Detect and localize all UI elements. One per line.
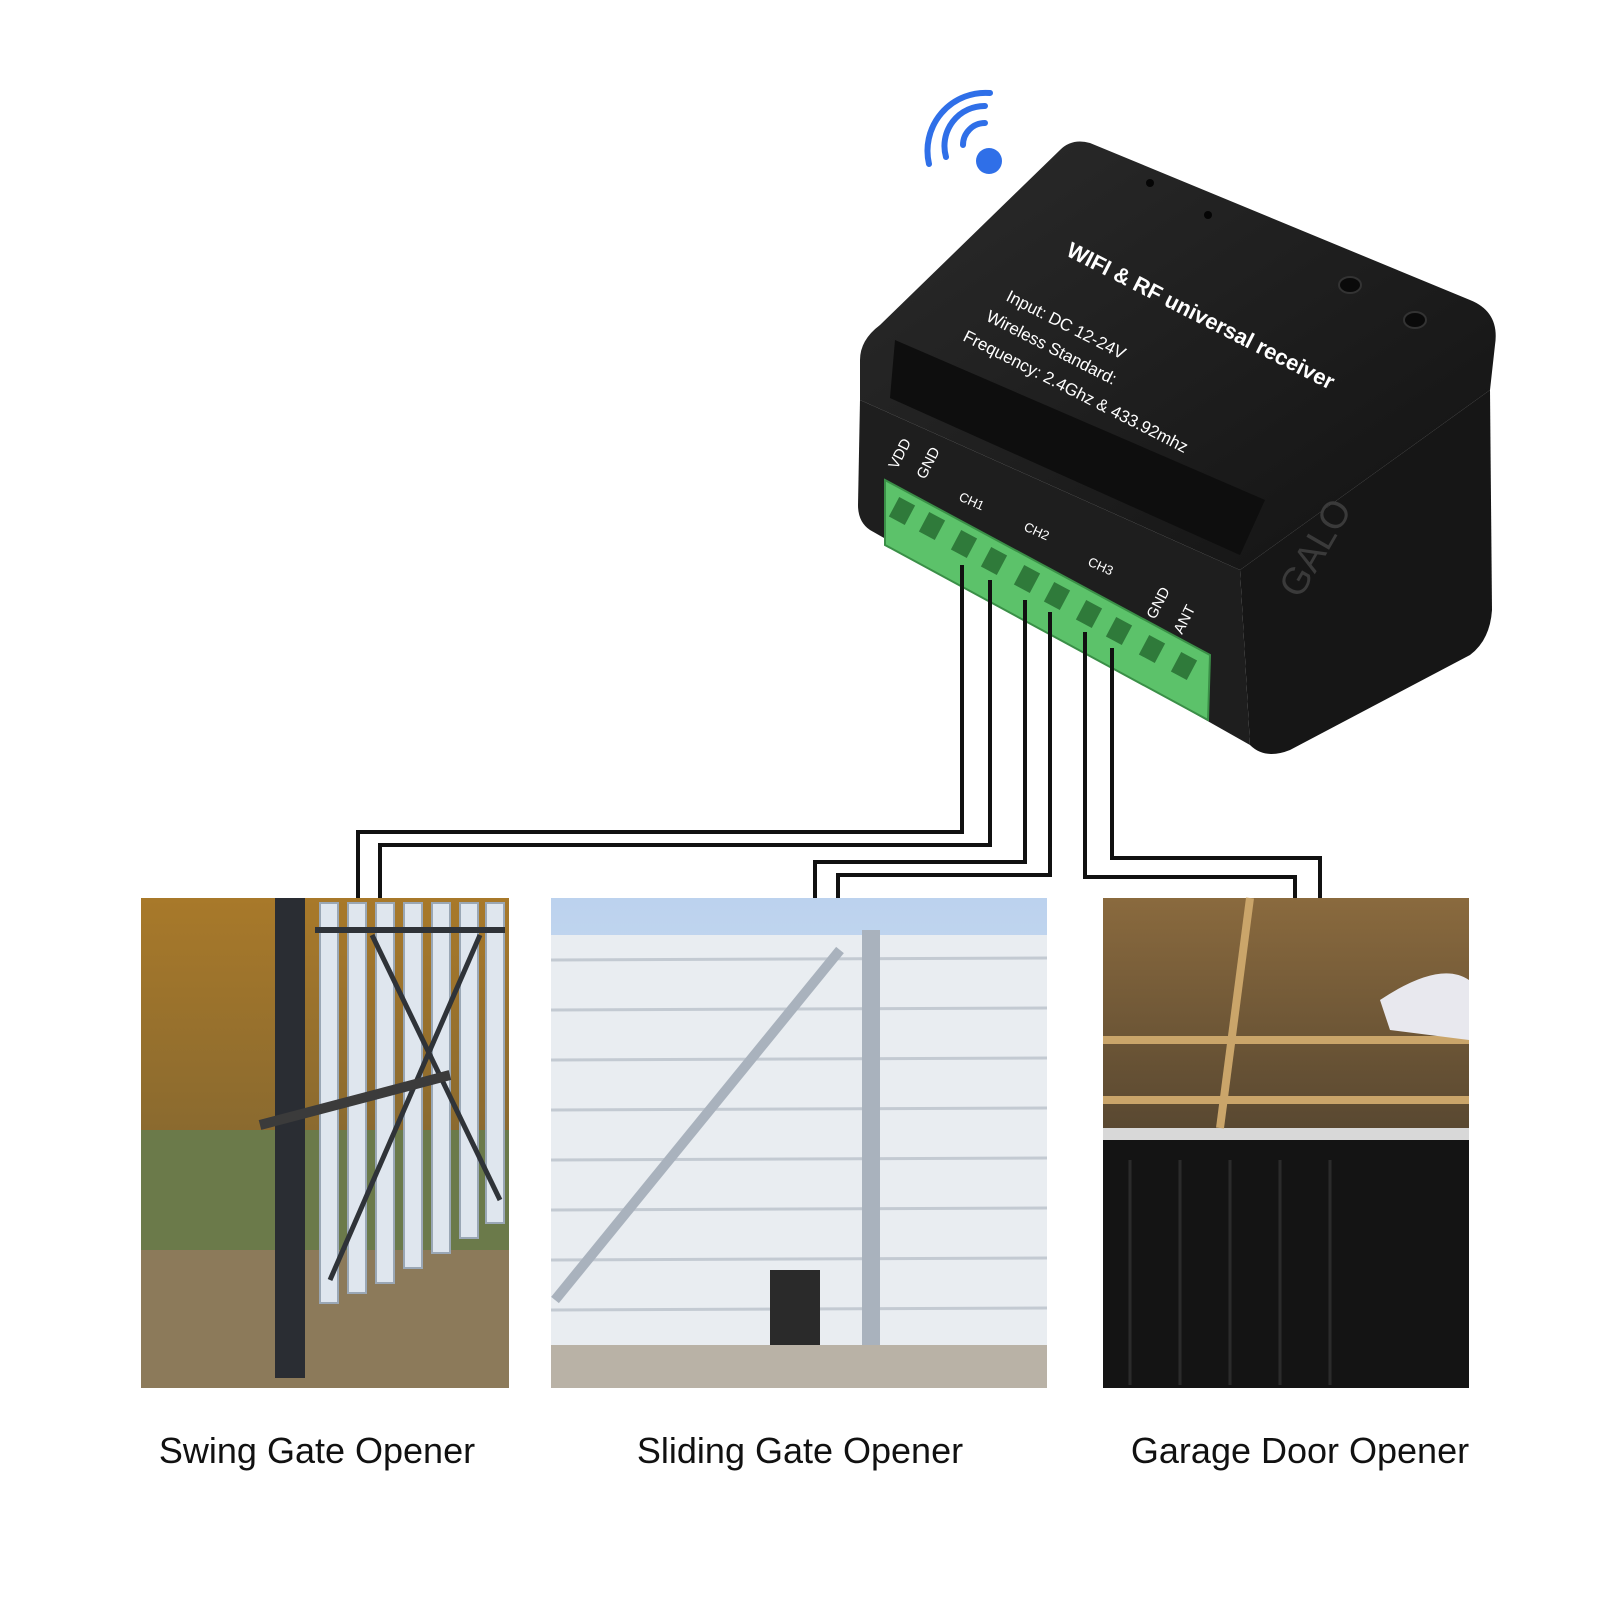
garage-door-photo <box>1103 897 1469 1388</box>
swing-gate-photo <box>141 898 509 1388</box>
wire-ch3-a <box>1083 632 1297 898</box>
device-button <box>1403 311 1427 329</box>
wire-ch2-a <box>813 600 1027 898</box>
wifi-signal-icon <box>924 89 1002 174</box>
caption-sliding-gate-opener: Sliding Gate Opener <box>636 1430 964 1471</box>
receiver-device: WIFI & RF universal receiver Input: DC 1… <box>858 141 1496 754</box>
wiring <box>356 565 1322 898</box>
mounting-hole-icon <box>1146 179 1154 187</box>
device-button <box>1338 276 1362 294</box>
wire-ch1-a <box>356 565 964 898</box>
wire-ch2-b <box>836 612 1052 898</box>
wire-ch1-b <box>378 580 992 898</box>
caption-swing-gate-opener: Swing Gate Opener <box>158 1430 476 1471</box>
mounting-hole-icon <box>1204 211 1212 219</box>
caption-garage-door-opener: Garage Door Opener <box>1130 1430 1470 1471</box>
sliding-gate-photo <box>550 898 1048 1388</box>
wire-ch3-b <box>1110 648 1322 898</box>
terminal-screws <box>888 497 1198 680</box>
